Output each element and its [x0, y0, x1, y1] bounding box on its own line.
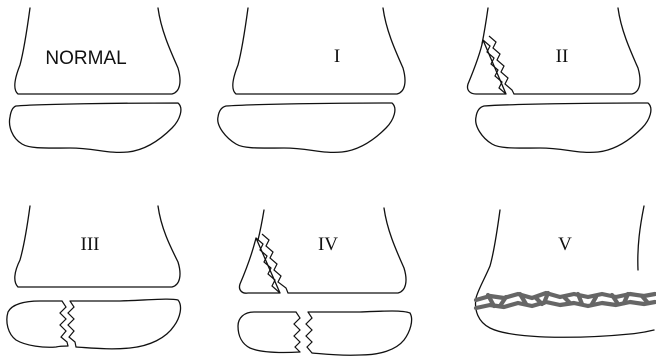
metaphysis-outline: [638, 206, 644, 270]
panel-type-1: I: [218, 8, 405, 152]
epiphysis-fragment-left: [7, 301, 68, 347]
epiphysis-outline: [10, 103, 181, 152]
epiphysis-outline: [218, 103, 395, 152]
fracture-line: [306, 312, 312, 353]
label-type-3: III: [81, 234, 100, 255]
panel-type-2: II: [467, 8, 650, 152]
panel-type-5: V: [476, 206, 655, 337]
epiphysis-fragment-left: [238, 312, 300, 353]
metaphysis-outline: [476, 210, 654, 337]
epiphysis-fragment-right: [308, 311, 412, 355]
metaphysis-outline: [233, 8, 405, 94]
metaphyseal-fragment: [239, 238, 280, 293]
fracture-line: [294, 312, 300, 352]
label-type-2: II: [556, 46, 569, 67]
label-type-1: I: [334, 46, 340, 67]
fracture-line: [68, 301, 76, 347]
epiphysis-outline: [476, 103, 651, 152]
label-type-5: V: [558, 234, 572, 255]
label-type-4: IV: [318, 234, 338, 255]
epiphysis-fragment-right: [70, 299, 181, 349]
fracture-line: [60, 301, 68, 346]
panel-type-4: IV: [238, 208, 412, 355]
panel-type-3: III: [7, 206, 181, 349]
panel-normal: NORMAL: [10, 8, 181, 152]
label-normal: NORMAL: [45, 48, 126, 69]
